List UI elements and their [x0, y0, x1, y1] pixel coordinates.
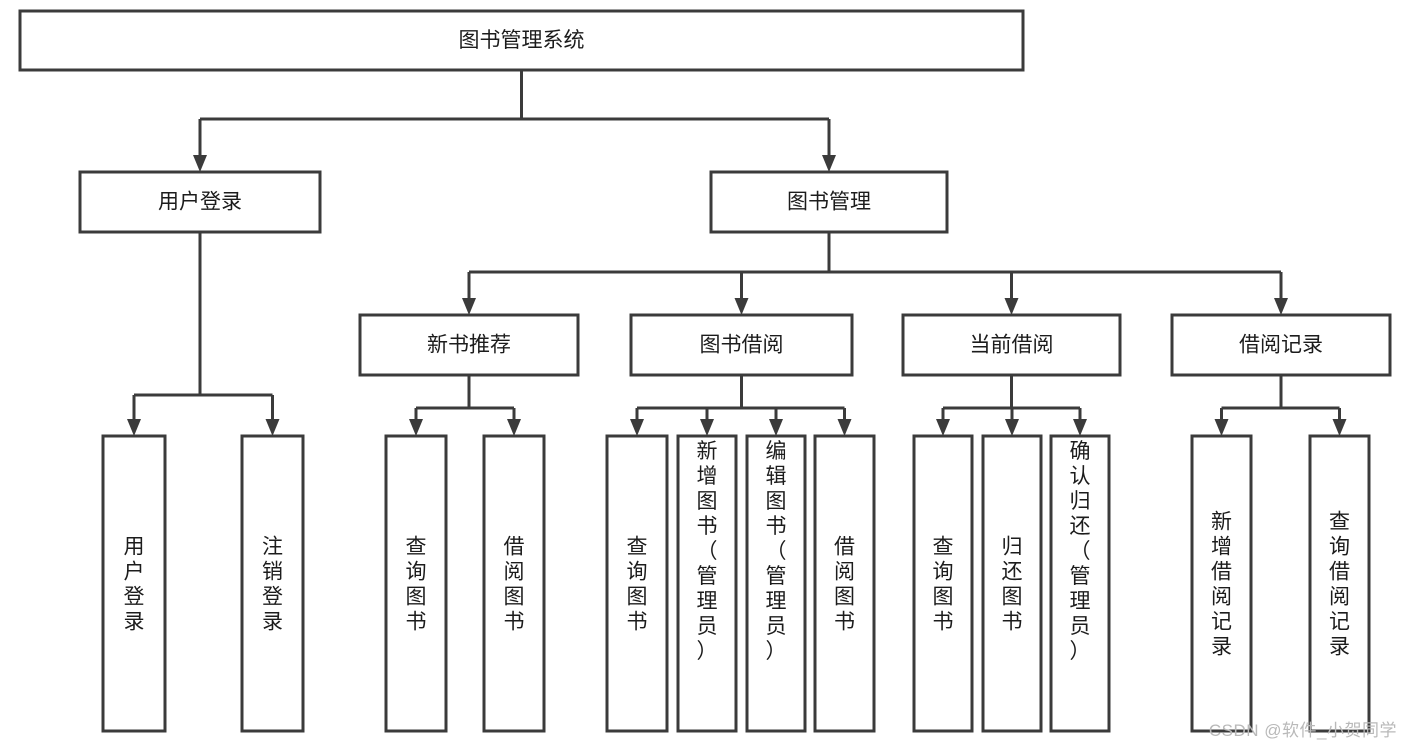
node-label-leaf-borrow-book: 借阅图书 [834, 536, 855, 634]
node-leaf-edit-book-admin[interactable]: 编辑图书（管理员） [745, 434, 807, 733]
node-box-leaf-confirm-return-admin [1049, 434, 1111, 733]
node-leaf-logout-login[interactable]: 注销登录 [240, 434, 305, 733]
node-leaf-borrow-book-recommend[interactable]: 借阅图书 [482, 434, 546, 733]
node-box-leaf-user-login [101, 434, 167, 733]
node-box-leaf-add-borrow-record [1190, 434, 1253, 733]
node-label-leaf-query-book-recommend: 查询图书 [406, 536, 427, 634]
arrow-head-icon [822, 155, 836, 172]
connector-layer [127, 70, 1347, 436]
node-box-leaf-borrow-book [813, 434, 876, 733]
node-box-current-borrow [901, 313, 1122, 377]
node-box-borrow-record [1170, 313, 1392, 377]
node-label-leaf-return-book: 归还图书 [1002, 536, 1023, 634]
node-leaf-query-book-recommend[interactable]: 查询图书 [384, 434, 448, 733]
node-leaf-user-login[interactable]: 用户登录 [101, 434, 167, 733]
node-label-borrow-record: 借阅记录 [1239, 334, 1323, 357]
node-book-management[interactable]: 图书管理 [709, 170, 949, 234]
arrow-head-icon [507, 419, 521, 436]
node-box-leaf-logout-login [240, 434, 305, 733]
node-label-leaf-confirm-return-admin: 确认归还（管理员） [1070, 440, 1091, 663]
arrow-head-icon [837, 419, 852, 436]
arrow-head-icon [700, 419, 714, 436]
arrow-head-icon [127, 419, 141, 436]
node-label-leaf-query-book-borrow: 查询图书 [627, 536, 648, 634]
node-current-borrow[interactable]: 当前借阅 [901, 313, 1122, 377]
node-box-leaf-query-book-current [912, 434, 974, 733]
node-leaf-confirm-return-admin[interactable]: 确认归还（管理员） [1049, 434, 1111, 733]
node-label-new-book-recommend: 新书推荐 [427, 334, 511, 357]
node-label-root: 图书管理系统 [459, 29, 585, 52]
arrow-head-icon [1274, 298, 1288, 315]
node-label-leaf-add-book-admin: 新增图书（管理员） [697, 440, 718, 663]
node-leaf-query-book-borrow[interactable]: 查询图书 [605, 434, 669, 733]
arrow-head-icon [1073, 419, 1087, 436]
arrow-head-icon [265, 419, 280, 436]
node-label-leaf-user-login: 用户登录 [124, 536, 145, 634]
node-box-leaf-query-book-recommend [384, 434, 448, 733]
node-label-user-login: 用户登录 [158, 191, 242, 214]
arrow-head-icon [734, 298, 749, 315]
node-box-leaf-add-book-admin [676, 434, 738, 733]
arrow-head-icon [462, 298, 476, 315]
node-borrow-record[interactable]: 借阅记录 [1170, 313, 1392, 377]
node-label-leaf-logout-login: 注销登录 [262, 536, 283, 634]
node-user-login[interactable]: 用户登录 [78, 170, 322, 234]
node-leaf-return-book[interactable]: 归还图书 [981, 434, 1043, 733]
node-leaf-query-book-current[interactable]: 查询图书 [912, 434, 974, 733]
arrow-head-icon [936, 419, 950, 436]
arrow-head-icon [1332, 419, 1347, 436]
arrow-head-icon [1214, 419, 1229, 436]
node-book-borrow[interactable]: 图书借阅 [629, 313, 854, 377]
node-box-new-book-recommend [358, 313, 580, 377]
node-box-root [18, 9, 1025, 72]
node-box-book-borrow [629, 313, 854, 377]
node-leaf-add-book-admin[interactable]: 新增图书（管理员） [676, 434, 738, 733]
node-box-leaf-query-borrow-record [1308, 434, 1371, 733]
arrow-head-icon [1004, 298, 1019, 315]
node-new-book-recommend[interactable]: 新书推荐 [358, 313, 580, 377]
node-label-leaf-query-book-current: 查询图书 [933, 536, 954, 634]
node-label-leaf-add-borrow-record: 新增借阅记录 [1211, 511, 1232, 659]
node-box-leaf-edit-book-admin [745, 434, 807, 733]
node-leaf-borrow-book[interactable]: 借阅图书 [813, 434, 876, 733]
node-box-leaf-borrow-book-recommend [482, 434, 546, 733]
node-label-current-borrow: 当前借阅 [970, 334, 1054, 357]
arrow-head-icon [1005, 419, 1019, 436]
node-leaf-query-borrow-record[interactable]: 查询借阅记录 [1308, 434, 1371, 733]
arrow-head-icon [769, 419, 783, 436]
node-box-user-login [78, 170, 322, 234]
arrow-head-icon [409, 419, 423, 436]
csdn-watermark: CSDN @软件_小贺同学 [1208, 721, 1397, 740]
node-label-leaf-edit-book-admin: 编辑图书（管理员） [766, 440, 787, 663]
node-root[interactable]: 图书管理系统 [18, 9, 1025, 72]
node-box-leaf-query-book-borrow [605, 434, 669, 733]
node-box-leaf-return-book [981, 434, 1043, 733]
node-box-book-management [709, 170, 949, 234]
node-leaf-add-borrow-record[interactable]: 新增借阅记录 [1190, 434, 1253, 733]
node-label-book-management: 图书管理 [787, 191, 871, 214]
node-layer: 图书管理系统用户登录图书管理新书推荐图书借阅当前借阅借阅记录用户登录注销登录查询… [18, 9, 1392, 733]
node-label-book-borrow: 图书借阅 [700, 334, 784, 357]
arrow-head-icon [193, 155, 207, 172]
arrow-head-icon [630, 419, 644, 436]
node-label-leaf-borrow-book-recommend: 借阅图书 [504, 536, 525, 634]
node-label-leaf-query-borrow-record: 查询借阅记录 [1329, 511, 1350, 659]
